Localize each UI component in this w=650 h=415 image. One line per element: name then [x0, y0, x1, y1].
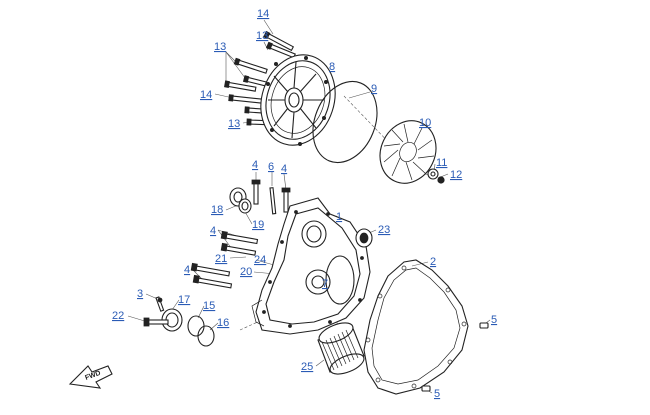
callout-14[interactable]: 14	[257, 8, 269, 20]
washer-and-bolt	[427, 168, 445, 184]
callout-1[interactable]: 1	[336, 211, 342, 223]
callout-10[interactable]: 10	[419, 117, 431, 129]
callout-4[interactable]: 4	[184, 264, 190, 276]
callout-14[interactable]: 14	[200, 89, 212, 101]
callout-3[interactable]: 3	[137, 288, 143, 300]
callout-9[interactable]: 9	[371, 83, 377, 95]
oil-filter	[317, 322, 365, 375]
case-side-bolts	[190, 230, 259, 289]
dowel-pins	[421, 322, 489, 392]
callout-23[interactable]: 23	[378, 224, 390, 236]
callout-8[interactable]: 8	[329, 61, 335, 73]
callout-22[interactable]: 22	[112, 310, 124, 322]
callout-20[interactable]: 20	[240, 266, 252, 278]
callout-4[interactable]: 4	[252, 159, 258, 171]
callout-7[interactable]: 7	[322, 278, 328, 290]
callout-18[interactable]: 18	[211, 204, 223, 216]
callout-2[interactable]: 2	[430, 256, 436, 268]
callout-4[interactable]: 4	[210, 225, 216, 237]
callout-4[interactable]: 4	[281, 163, 287, 175]
callout-17[interactable]: 17	[178, 294, 190, 306]
callout-labels: 14 13 13 8 9 14 13 10 11 12 4 6 4 18 19 …	[112, 8, 497, 400]
callout-19[interactable]: 19	[252, 219, 264, 231]
crankcase-cover	[251, 197, 371, 335]
callout-16[interactable]: 16	[217, 317, 229, 329]
cover-gasket-ring	[312, 80, 378, 164]
callout-25[interactable]: 25	[301, 361, 313, 373]
callout-13[interactable]: 13	[256, 30, 268, 42]
callout-15[interactable]: 15	[203, 300, 215, 312]
filter-cap-assembly	[143, 296, 215, 347]
callout-5[interactable]: 5	[491, 314, 497, 326]
callout-12[interactable]: 12	[450, 169, 462, 181]
callout-21[interactable]: 21	[215, 253, 227, 265]
clutch-cover	[260, 54, 336, 146]
case-gasket	[363, 259, 469, 395]
callout-11[interactable]: 11	[436, 157, 447, 169]
cover-bolts	[224, 30, 296, 126]
case-upper-bolts	[251, 179, 291, 215]
bearing	[355, 228, 373, 248]
callout-24[interactable]: 24	[254, 254, 266, 266]
callout-13[interactable]: 13	[228, 118, 240, 130]
callout-5[interactable]: 5	[434, 388, 440, 400]
forward-direction-arrow: FWD	[68, 365, 113, 389]
vented-disc	[379, 120, 437, 184]
callout-6[interactable]: 6	[268, 161, 274, 173]
callout-13[interactable]: 13	[214, 41, 226, 53]
oil-seals	[229, 187, 252, 214]
